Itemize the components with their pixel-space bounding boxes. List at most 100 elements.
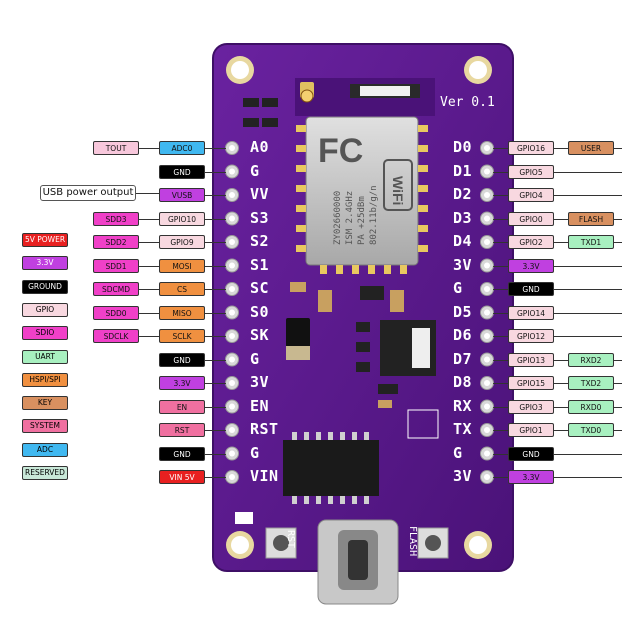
left-pin-hole-center: [229, 450, 235, 457]
left-pin-silk: G: [250, 349, 260, 368]
left-pin-tag-primary: GND: [159, 352, 205, 367]
left-pin-lead: [205, 171, 226, 173]
right-pin-tag-primary: GPIO14: [508, 305, 554, 320]
right-pin-lead: [493, 148, 508, 149]
left-pin-hole-center: [229, 145, 235, 151]
right-pin-tag-secondary: TXD1: [568, 235, 614, 249]
right-pin-hole-center: [484, 309, 490, 316]
left-pin-tag-primary: SCLK: [159, 329, 205, 343]
right-pin-lead-secondary: [554, 406, 568, 408]
right-pin-lead: [493, 289, 508, 290]
left-pin-tag-primary: GND: [159, 164, 205, 179]
right-pin-silk: 3V: [453, 255, 473, 274]
right-pin-silk: D7: [453, 349, 473, 368]
left-pin-tag-primary: RST: [159, 423, 205, 437]
left-pin-silk: S1: [250, 255, 270, 274]
left-pin-silk: SK: [250, 326, 270, 344]
left-pin-lead: [205, 406, 226, 408]
left-pin-silk: S2: [250, 232, 270, 250]
left-pin-lead: [205, 148, 226, 149]
left-pin-hole-center: [229, 380, 235, 386]
left-pin-lead: [205, 336, 226, 337]
right-pin-silk: D6: [453, 326, 473, 344]
right-pin-hole-center: [484, 333, 490, 339]
right-pin-lead: [493, 430, 508, 431]
left-pin-lead: [205, 383, 226, 384]
legend-swatch: GPIO: [22, 302, 68, 317]
right-pin-lead-secondary: [554, 218, 568, 220]
right-pin-silk: D0: [453, 138, 473, 156]
svg-text:ISM 2.4GHz: ISM 2.4GHz: [345, 191, 355, 245]
left-pin-tag-primary: MOSI: [159, 258, 205, 273]
left-pin-tag-secondary: SDD0: [93, 305, 139, 320]
left-pin-silk: EN: [250, 396, 270, 415]
right-pin-lead-tail: [554, 195, 622, 196]
left-pin-lead: [205, 242, 226, 243]
rst-button-shape: [265, 527, 297, 559]
right-pin-hole-center: [484, 450, 490, 457]
right-pin-lead: [493, 171, 508, 173]
left-pin-hole-center: [229, 403, 235, 410]
left-pin-silk: RST: [250, 420, 279, 438]
right-pin-lead-tail: [554, 289, 622, 290]
usb-note-lead: [136, 193, 159, 194]
right-pin-tag-secondary: USER: [568, 141, 614, 155]
right-pin-silk: D4: [453, 232, 473, 250]
legend-swatch: 3.3V: [22, 256, 68, 271]
left-pin-lead-secondary: [139, 148, 159, 149]
right-pin-silk: G: [453, 443, 463, 462]
svg-text:FC: FC: [318, 132, 363, 170]
right-pin-lead: [493, 242, 508, 243]
right-pin-tag-secondary: FLASH: [568, 211, 614, 226]
right-pin-silk: D3: [453, 208, 473, 227]
right-pin-lead-tail: [554, 171, 622, 173]
left-pin-tag-primary: ADC0: [159, 141, 205, 155]
right-pin-tag-primary: GPIO15: [508, 376, 554, 390]
left-pin-tag-secondary: TOUT: [93, 141, 139, 155]
left-pin-hole-center: [229, 286, 235, 292]
right-pin-silk: 3V: [453, 467, 473, 485]
left-pin-tag-secondary: SDCMD: [93, 282, 139, 296]
right-pin-hole-center: [484, 286, 490, 292]
left-pin-hole-center: [229, 168, 235, 175]
right-pin-lead: [493, 406, 508, 408]
right-pin-tag-primary: GPIO0: [508, 211, 554, 226]
right-pin-hole-center: [484, 427, 490, 433]
left-pin-lead-secondary: [139, 312, 159, 314]
right-pin-hole-center: [484, 215, 490, 222]
rst-button-label: RST: [285, 530, 296, 549]
legend-swatch: SDIO: [22, 326, 68, 341]
left-pin-tag-secondary: SDCLK: [93, 329, 139, 343]
right-pin-hole-center: [484, 262, 490, 269]
left-pin-lead-secondary: [139, 336, 159, 337]
right-pin-silk: TX: [453, 420, 473, 438]
left-pin-lead: [205, 218, 226, 220]
left-pin-silk: G: [250, 161, 260, 180]
right-pin-silk: D2: [453, 185, 473, 203]
left-pin-tag-primary: GPIO9: [159, 235, 205, 249]
right-pin-silk: D1: [453, 161, 473, 180]
right-pin-tag-primary: GPIO1: [508, 423, 554, 437]
left-pin-tag-primary: GPIO10: [159, 211, 205, 226]
flash-button-shape: [417, 527, 449, 559]
left-pin-tag-primary: MISO: [159, 305, 205, 320]
right-pin-tag-primary: GPIO13: [508, 352, 554, 367]
module-pads: [296, 125, 428, 274]
right-pin-lead-tail: [614, 359, 622, 361]
right-pin-lead: [493, 218, 508, 220]
usb-serial-chip: [283, 432, 379, 504]
left-pin-silk: G: [250, 443, 260, 462]
svg-text:ZY02660000: ZY02660000: [333, 191, 343, 245]
svg-text:PA +25dBm: PA +25dBm: [357, 196, 367, 245]
left-pin-hole-center: [229, 309, 235, 316]
left-pin-hole-center: [229, 239, 235, 245]
right-pin-lead-tail: [554, 312, 622, 314]
left-pin-silk: SC: [250, 279, 270, 297]
flash-button-label: FLASH: [407, 526, 418, 557]
usb-power-output-note: USB power output: [40, 185, 136, 201]
legend-swatch: HSPI/SPI: [22, 372, 68, 387]
legend-swatch: KEY: [22, 396, 68, 411]
left-pin-hole-center: [229, 215, 235, 222]
